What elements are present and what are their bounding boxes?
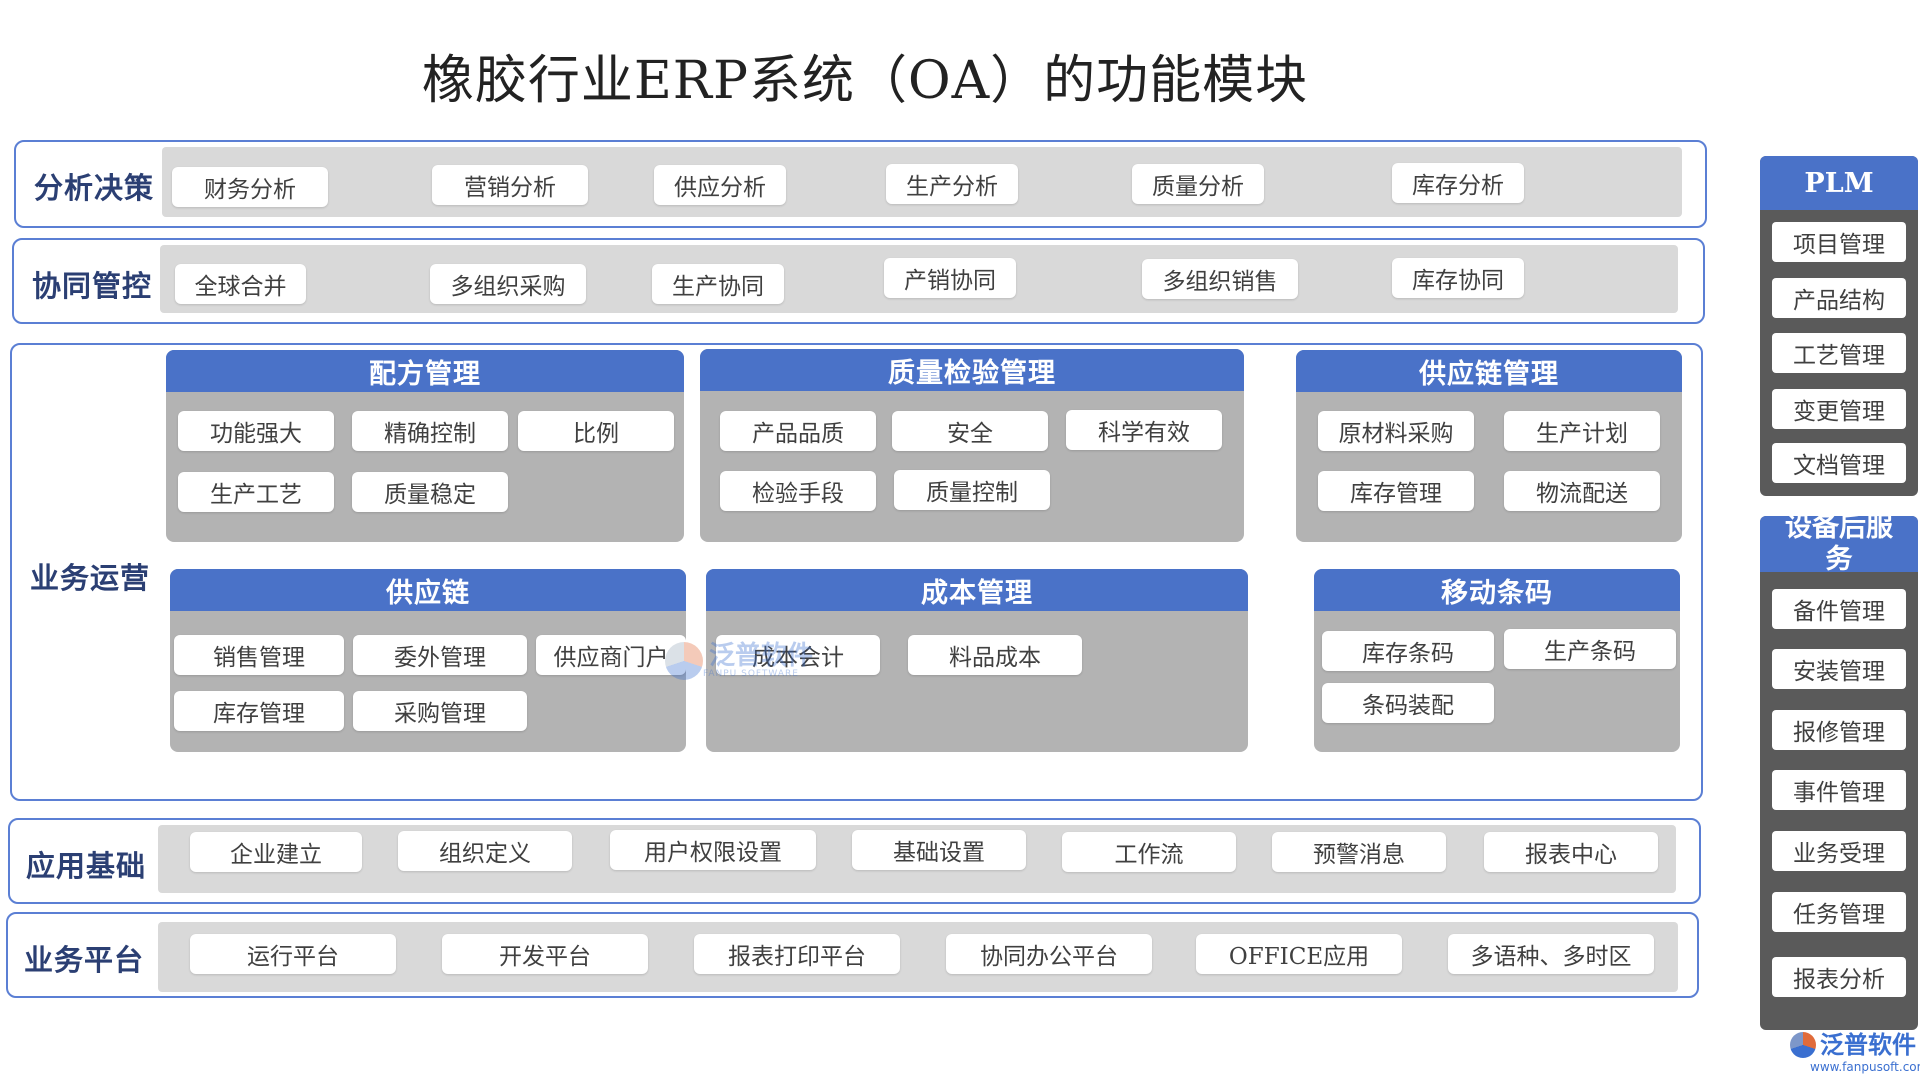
panel-item[interactable]: 销售管理: [174, 635, 344, 675]
plm-item[interactable]: 文档管理: [1772, 443, 1906, 483]
watermark-logo: 泛普软件 FANPU SOFTWARE: [665, 642, 813, 680]
brand-url: www.fanpusoft.com: [1810, 1060, 1920, 1074]
panel-item[interactable]: 库存管理: [174, 691, 344, 731]
supply-chain-panel-title: 供应链: [170, 569, 686, 611]
after-sales-item[interactable]: 事件管理: [1772, 770, 1906, 810]
collab-row-label: 协同管控: [32, 269, 153, 303]
foundation-item[interactable]: 组织定义: [398, 831, 572, 871]
mobile-barcode-panel-title: 移动条码: [1314, 569, 1680, 611]
foundation-item[interactable]: 基础设置: [852, 830, 1026, 870]
panel-item[interactable]: 库存管理: [1318, 471, 1474, 511]
analysis-item[interactable]: 质量分析: [1132, 164, 1264, 204]
panel-item[interactable]: 生产计划: [1504, 411, 1660, 451]
collab-item[interactable]: 多组织销售: [1142, 259, 1298, 299]
brand-name: 泛普软件: [1820, 1030, 1916, 1059]
panel-item[interactable]: 比例: [518, 411, 674, 451]
supply-chain-panel: 供应链 销售管理 委外管理 供应商门户 库存管理 采购管理: [170, 569, 686, 752]
formula-panel: 配方管理 功能强大 精确控制 比例 生产工艺 质量稳定: [166, 350, 684, 542]
plm-title: PLM: [1760, 156, 1918, 210]
analysis-item[interactable]: 供应分析: [654, 165, 786, 205]
foundation-item[interactable]: 报表中心: [1484, 832, 1658, 872]
panel-item[interactable]: 委外管理: [353, 635, 527, 675]
panel-item[interactable]: 功能强大: [178, 411, 334, 451]
after-sales-panel: 设备后服务 备件管理 安装管理 报修管理 事件管理 业务受理 任务管理 报表分析: [1760, 516, 1918, 1030]
analysis-item[interactable]: 财务分析: [172, 167, 328, 207]
fanpu-logo-icon: [1790, 1032, 1816, 1058]
panel-item[interactable]: 质量控制: [894, 470, 1050, 510]
after-sales-item[interactable]: 任务管理: [1772, 892, 1906, 932]
brand-logo: 泛普软件: [1790, 1032, 1916, 1058]
watermark-name: 泛普软件: [709, 641, 814, 671]
collab-item[interactable]: 产销协同: [884, 258, 1016, 298]
analysis-item[interactable]: 生产分析: [886, 164, 1018, 204]
platform-band: [158, 922, 1678, 992]
platform-item[interactable]: 多语种、多时区: [1448, 934, 1654, 974]
panel-item[interactable]: 生产条码: [1504, 629, 1676, 669]
cost-panel-title: 成本管理: [706, 569, 1248, 611]
platform-item[interactable]: OFFICE应用: [1196, 934, 1402, 974]
plm-item[interactable]: 产品结构: [1772, 278, 1906, 318]
plm-item[interactable]: 项目管理: [1772, 222, 1906, 262]
panel-item[interactable]: 科学有效: [1066, 410, 1222, 450]
page-title: 橡胶行业ERP系统（OA）的功能模块: [421, 51, 1309, 111]
after-sales-item[interactable]: 备件管理: [1772, 589, 1906, 629]
formula-panel-title: 配方管理: [166, 350, 684, 392]
platform-item[interactable]: 开发平台: [442, 934, 648, 974]
plm-item[interactable]: 变更管理: [1772, 389, 1906, 429]
plm-panel: PLM 项目管理 产品结构 工艺管理 变更管理 文档管理: [1760, 156, 1918, 496]
collab-item[interactable]: 库存协同: [1392, 258, 1524, 298]
panel-item[interactable]: 精确控制: [352, 411, 508, 451]
analysis-item[interactable]: 库存分析: [1392, 163, 1524, 203]
fanpu-logo-icon: [665, 642, 703, 680]
collab-item[interactable]: 全球合并: [175, 264, 306, 304]
quality-panel: 质量检验管理 产品品质 安全 科学有效 检验手段 质量控制: [700, 349, 1244, 542]
cost-panel: 成本管理 成本会计 料品成本: [706, 569, 1248, 752]
panel-item[interactable]: 采购管理: [353, 691, 527, 731]
after-sales-item[interactable]: 报修管理: [1772, 710, 1906, 750]
supply-chain-mgmt-panel-title: 供应链管理: [1296, 350, 1682, 392]
panel-item[interactable]: 安全: [892, 411, 1048, 451]
panel-item[interactable]: 质量稳定: [352, 472, 508, 512]
foundation-item[interactable]: 预警消息: [1272, 832, 1446, 872]
foundation-item[interactable]: 工作流: [1062, 832, 1236, 872]
after-sales-item[interactable]: 业务受理: [1772, 831, 1906, 871]
quality-panel-title: 质量检验管理: [700, 349, 1244, 391]
after-sales-item[interactable]: 报表分析: [1772, 957, 1906, 997]
platform-row-label: 业务平台: [24, 943, 145, 977]
panel-item[interactable]: 生产工艺: [178, 472, 334, 512]
platform-item[interactable]: 报表打印平台: [694, 934, 900, 974]
foundation-item[interactable]: 用户权限设置: [610, 830, 816, 870]
foundation-row-label: 应用基础: [26, 849, 147, 883]
collab-item[interactable]: 多组织采购: [430, 264, 586, 304]
panel-item[interactable]: 物流配送: [1504, 471, 1660, 511]
panel-item[interactable]: 检验手段: [720, 471, 876, 511]
panel-item[interactable]: 产品品质: [720, 411, 876, 451]
operations-row-label: 业务运营: [30, 561, 151, 595]
analysis-item[interactable]: 营销分析: [432, 165, 588, 205]
watermark-sub: FANPU SOFTWARE: [703, 669, 799, 679]
panel-item[interactable]: 条码装配: [1322, 683, 1494, 723]
after-sales-title: 设备后服务: [1760, 516, 1918, 575]
supply-chain-mgmt-panel: 供应链管理 原材料采购 生产计划 库存管理 物流配送: [1296, 350, 1682, 542]
panel-item[interactable]: 供应商门户: [536, 635, 686, 675]
analysis-row-label: 分析决策: [34, 171, 155, 205]
after-sales-item[interactable]: 安装管理: [1772, 649, 1906, 689]
panel-item[interactable]: 料品成本: [908, 635, 1082, 675]
platform-item[interactable]: 运行平台: [190, 934, 396, 974]
panel-item[interactable]: 库存条码: [1322, 631, 1494, 671]
foundation-item[interactable]: 企业建立: [190, 832, 362, 872]
plm-item[interactable]: 工艺管理: [1772, 333, 1906, 373]
panel-item[interactable]: 原材料采购: [1318, 411, 1474, 451]
collab-item[interactable]: 生产协同: [652, 264, 784, 304]
mobile-barcode-panel: 移动条码 库存条码 生产条码 条码装配: [1314, 569, 1680, 752]
panel-item[interactable]: 成本会计: [716, 635, 880, 675]
platform-item[interactable]: 协同办公平台: [946, 934, 1152, 974]
